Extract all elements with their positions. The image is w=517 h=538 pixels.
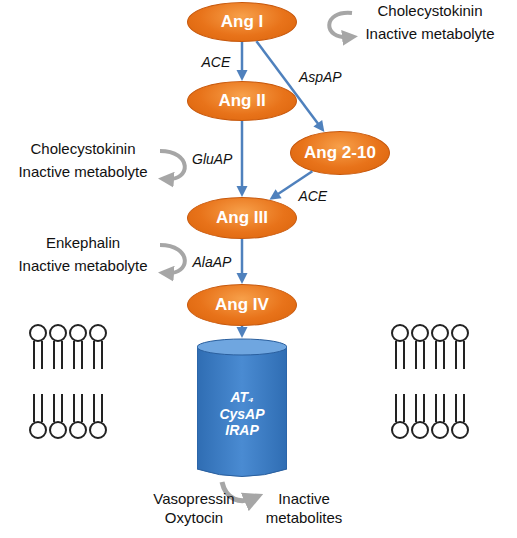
substrate-label: Inactive metabolyte	[8, 257, 158, 276]
node-label: AT₄ CysAP IRAP	[214, 389, 270, 439]
substrate-label: Enkephalin	[8, 234, 158, 253]
peptide-ellipse: Ang II	[187, 81, 297, 121]
enzyme-label: GluAP	[192, 151, 232, 167]
cleavage-hook-arrow	[160, 151, 185, 179]
node-label: Ang 2-10	[304, 143, 376, 163]
arrow-head	[237, 273, 248, 284]
arrow-line	[241, 42, 244, 72]
node-label: Ang IV	[215, 295, 269, 315]
arrow-head	[237, 186, 248, 197]
node-label: Ang I	[221, 12, 264, 32]
arrow-head	[313, 120, 324, 132]
arrow-line	[256, 41, 319, 125]
receptor-channel: AT₄ CysAP IRAP	[197, 338, 287, 478]
substrate-label: Inactive metabolites	[256, 490, 352, 528]
reaction-arrow	[237, 326, 248, 338]
cleavage-hook-arrow	[160, 245, 185, 273]
enzyme-label: ACE	[298, 188, 327, 204]
cleavage-hook-arrow	[329, 13, 352, 37]
enzyme-label: AlaAP	[193, 254, 232, 270]
arrow-head	[237, 327, 248, 338]
arrow-head	[237, 70, 248, 81]
enzyme-label: AspAP	[299, 69, 342, 85]
arrow-head	[269, 189, 281, 200]
lipid-bilayer-right	[392, 325, 468, 438]
lipid-bilayer-left	[30, 325, 106, 438]
peptide-ellipse: Ang I	[187, 2, 297, 42]
peptide-ellipse: Ang IV	[187, 284, 297, 326]
reaction-arrow	[269, 171, 312, 199]
node-label: Ang III	[216, 208, 268, 228]
substrate-label: Inactive metabolyte	[355, 25, 505, 44]
arrow-line	[241, 239, 244, 275]
arrow-line	[241, 121, 244, 188]
substrate-label: Vasopressin Oxytocin	[148, 490, 240, 528]
node-label: Ang II	[218, 91, 265, 111]
substrate-label: Cholecystokinin	[355, 2, 505, 21]
enzyme-label: ACE	[202, 54, 231, 70]
reaction-arrow	[237, 121, 248, 197]
arrow-line	[241, 326, 244, 329]
reaction-arrow	[237, 239, 248, 284]
reaction-arrow	[237, 42, 248, 81]
substrate-label: Inactive metabolyte	[8, 163, 158, 182]
peptide-ellipse: Ang 2-10	[290, 131, 390, 175]
reaction-arrow	[256, 41, 324, 132]
peptide-ellipse: Ang III	[187, 197, 297, 239]
arrow-line	[277, 171, 312, 194]
substrate-label: Cholecystokinin	[8, 140, 158, 159]
